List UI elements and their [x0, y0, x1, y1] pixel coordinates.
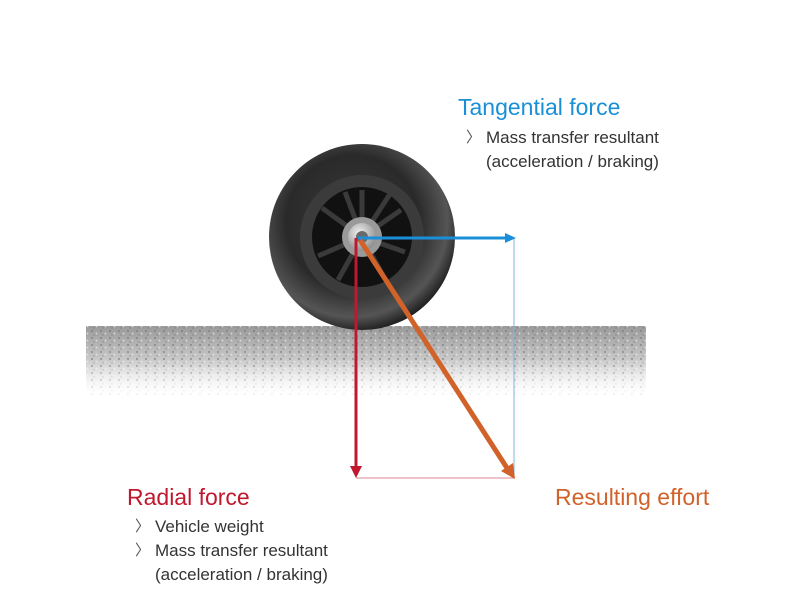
tangential-bullet-1: Mass transfer resultant	[486, 128, 659, 147]
chevron-right-icon: 〉	[135, 542, 151, 559]
resulting-effort-arrow	[357, 238, 515, 479]
radial-force-title: Radial force	[127, 484, 250, 510]
road-surface	[86, 326, 646, 400]
chevron-right-icon: 〉	[135, 518, 151, 535]
radial-force-details: 〉 Vehicle weight 〉 Mass transfer resulta…	[135, 515, 328, 587]
chevron-right-icon: 〉	[466, 129, 482, 146]
radial-bullet-2: Mass transfer resultant	[155, 541, 328, 560]
list-item: 〉 Mass transfer resultant	[466, 126, 659, 150]
tangential-force-details: 〉 Mass transfer resultant (acceleration …	[466, 126, 659, 174]
tangential-force-arrow	[358, 233, 516, 243]
tangential-force-title: Tangential force	[458, 94, 621, 120]
list-item: 〉 Vehicle weight	[135, 515, 328, 539]
resulting-effort-title: Resulting effort	[555, 484, 710, 510]
radial-bullet-continuation: (acceleration / braking)	[155, 565, 328, 584]
radial-force-arrow	[350, 238, 362, 478]
tangential-bullet-continuation: (acceleration / braking)	[486, 152, 659, 171]
list-item: 〉 Mass transfer resultant	[135, 539, 328, 563]
radial-bullet-1: Vehicle weight	[155, 517, 264, 536]
